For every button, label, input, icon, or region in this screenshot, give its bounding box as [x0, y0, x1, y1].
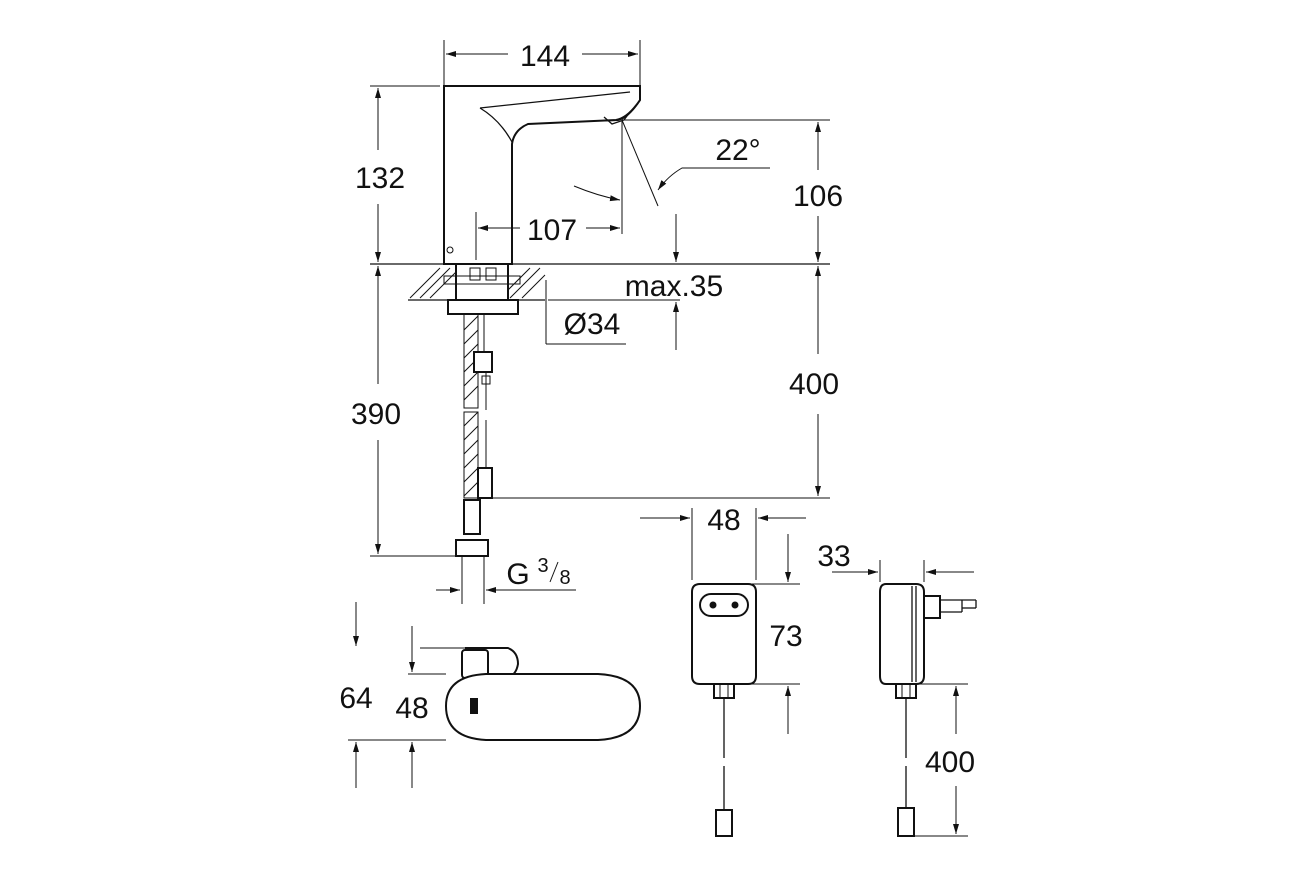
label-thread-numerator: 3 [537, 555, 548, 577]
hose-assembly [455, 313, 493, 604]
countertop-section [370, 263, 830, 315]
control-box-drawing [348, 602, 642, 788]
label-psu-width: 48 [707, 504, 740, 537]
label-psu-depth: 33 [817, 540, 850, 573]
label-hose-390: 390 [351, 398, 401, 431]
dimension-lines [370, 40, 830, 593]
faucet-drawing [443, 85, 641, 265]
label-hose-400: 400 [789, 368, 839, 401]
label-thread-denominator: 8 [559, 567, 570, 589]
power-supply-front [640, 508, 806, 837]
power-supply-side [832, 560, 977, 837]
label-spout-reach: 144 [520, 40, 570, 73]
label-hole-diameter: Ø34 [564, 308, 621, 341]
label-max-thickness: max.35 [625, 270, 723, 303]
label-box-48: 48 [395, 692, 428, 725]
label-angle: 22° [715, 134, 760, 167]
label-reach-107: 107 [527, 214, 577, 247]
label-psu-cable: 400 [925, 746, 975, 779]
label-thread: G [506, 558, 529, 591]
dimension-labels: 144 132 22° 106 107 max.35 Ø34 400 390 G… [339, 40, 975, 779]
label-height-132: 132 [355, 162, 405, 195]
label-height-106: 106 [793, 180, 843, 213]
label-psu-height: 73 [769, 620, 802, 653]
label-box-64: 64 [339, 682, 372, 715]
